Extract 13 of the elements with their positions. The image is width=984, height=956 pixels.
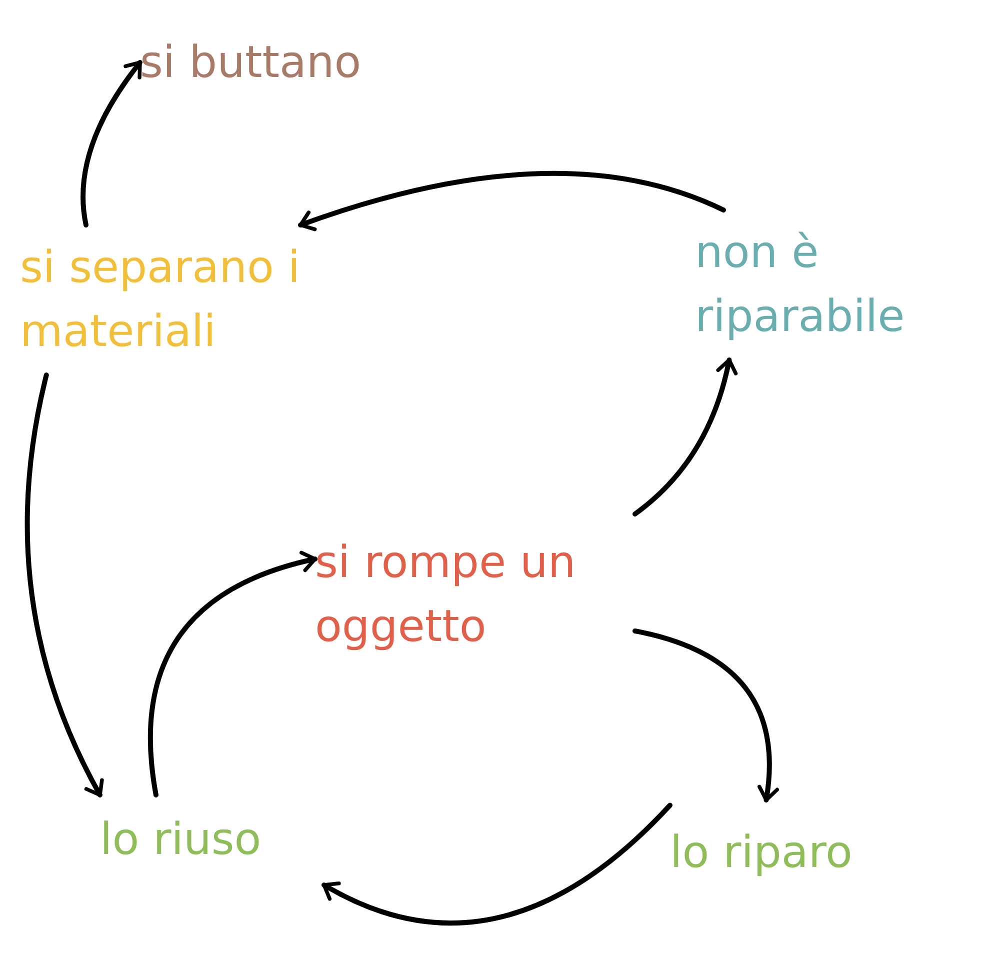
curved-arrow [322, 802, 672, 926]
curved-arrow [632, 628, 778, 802]
curved-arrow [80, 60, 142, 228]
node-label: non è riparabile [695, 226, 906, 344]
curved-arrow [632, 358, 738, 516]
node-label: lo riparo [670, 826, 852, 880]
node-label: si rompe un oggetto [315, 536, 577, 654]
curved-arrow [148, 551, 318, 798]
node-label: lo riuso [100, 813, 262, 868]
node-label: si buttano [140, 36, 362, 90]
node-label: si separano i materiali [20, 241, 302, 359]
curved-arrow [298, 171, 726, 232]
curved-arrow [24, 372, 104, 798]
